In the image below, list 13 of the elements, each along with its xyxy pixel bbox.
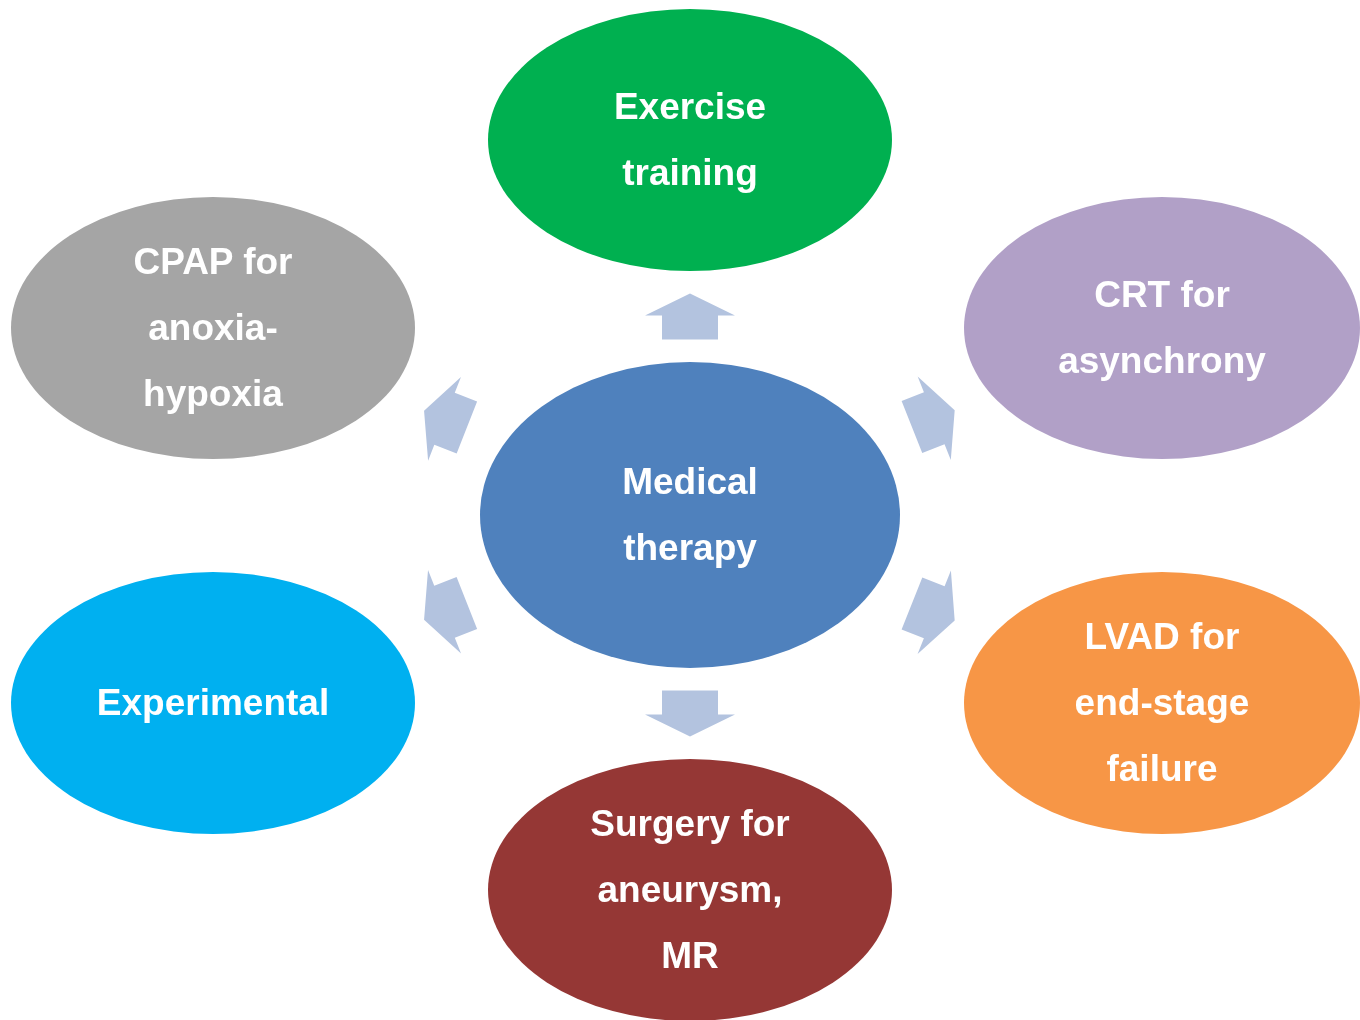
block-arrow [645, 690, 735, 737]
node-label: CPAP for anoxia-hypoxia [132, 240, 294, 416]
node-label: Surgery for aneurysm, MR [589, 802, 791, 978]
node-label: Experimental [96, 681, 330, 725]
block-arrow [901, 376, 955, 461]
block-arrow [645, 293, 735, 340]
node-label: Medical therapy [621, 460, 759, 570]
node-label: Exercise training [612, 85, 768, 195]
node-label: LVAD for end-stage failure [1073, 615, 1251, 791]
block-arrow [424, 376, 478, 461]
block-arrow [901, 570, 955, 655]
node-label: CRT for asynchrony [1057, 273, 1267, 383]
block-arrow [424, 569, 478, 654]
